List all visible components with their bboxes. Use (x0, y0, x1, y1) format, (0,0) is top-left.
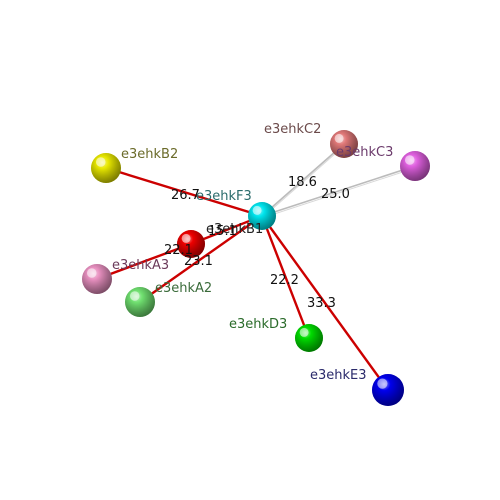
node-e3ehkB1[interactable] (177, 230, 205, 258)
node-e3ehkA3[interactable] (82, 264, 112, 294)
edge-e3ehkF3-e3ehkC2 (261, 143, 345, 217)
edge-e3ehkF3-e3ehkC3 (261, 165, 416, 217)
node-label-e3ehkD3: e3ehkD3 (229, 317, 287, 332)
distance-label-e3ehkB1-e3ehkA3: 22.1 (164, 243, 193, 258)
distance-label-e3ehkF3-e3ehkB2: 26.7 (171, 188, 200, 203)
edge-e3ehkF3-e3ehkB2 (105, 166, 263, 218)
distance-label-e3ehkF3-e3ehkC2: 18.6 (288, 175, 317, 190)
edge-e3ehkB1-e3ehkA3 (96, 242, 192, 281)
distance-label-e3ehkF3-e3ehkD3: 22.2 (270, 273, 299, 288)
node-shade-e3ehkC3 (400, 151, 430, 181)
node-shade-e3ehkA2 (125, 287, 155, 317)
node-e3ehkC3[interactable] (400, 151, 430, 181)
edge-e3ehkF3-e3ehkD3 (260, 215, 311, 339)
node-e3ehkA2[interactable] (125, 287, 155, 317)
node-highlight-e3ehkA2 (129, 291, 140, 301)
edge-shadow-e3ehkF3-e3ehkC2 (261, 145, 345, 219)
node-e3ehkE3[interactable] (372, 374, 404, 406)
node-label-e3ehkF3: e3ehkF3 (196, 189, 252, 204)
node-e3ehkC2[interactable] (330, 130, 358, 158)
node-label-e3ehkB2: e3ehkB2 (121, 147, 178, 162)
node-highlight-e3ehkB1 (181, 233, 191, 243)
distance-label-e3ehkF3-e3ehkA2: 23.1 (184, 254, 213, 269)
distance-label-e3ehkF3-e3ehkE3: 33.3 (307, 296, 336, 311)
node-label-e3ehkB1: e3ehkB1 (206, 222, 263, 237)
node-shade-e3ehkA3 (82, 264, 112, 294)
edge-e3ehkF3-e3ehkE3 (261, 215, 389, 391)
node-label-e3ehkA3: e3ehkA3 (112, 258, 169, 273)
node-shade-e3ehkE3 (372, 374, 404, 406)
node-highlight-e3ehkE3 (377, 378, 388, 389)
nodes-layer (82, 130, 430, 406)
edge-shadow-e3ehkF3-e3ehkC3 (261, 167, 416, 219)
node-e3ehkB2[interactable] (91, 153, 121, 183)
node-e3ehkD3[interactable] (295, 324, 323, 352)
node-highlight-e3ehkC2 (334, 133, 344, 143)
node-label-e3ehkC2: e3ehkC2 (264, 122, 321, 137)
node-highlight-e3ehkF3 (252, 205, 262, 215)
edge-e3ehkF3-e3ehkA2 (139, 215, 263, 303)
node-label-e3ehkA2: e3ehkA2 (155, 281, 212, 296)
distance-label-e3ehkF3-e3ehkB1: 15.1 (208, 224, 237, 239)
node-highlight-e3ehkC3 (404, 155, 415, 165)
node-shade-e3ehkD3 (295, 324, 323, 352)
node-label-e3ehkC3: e3ehkC3 (336, 145, 393, 160)
node-shade-e3ehkB2 (91, 153, 121, 183)
labels-layer: e3ehkF3 e3ehkB2 e3ehkC2 e3ehkC3 e3ehkB1 e3ehk… (112, 122, 393, 383)
node-highlight-e3ehkB2 (95, 157, 106, 167)
distance-label-e3ehkF3-e3ehkC3: 25.0 (321, 187, 350, 202)
node-label-e3ehkE3: e3ehkE3 (310, 368, 367, 383)
node-highlight-e3ehkA3 (86, 268, 97, 278)
node-e3ehkF3[interactable] (248, 202, 276, 230)
node-highlight-e3ehkD3 (299, 327, 309, 337)
